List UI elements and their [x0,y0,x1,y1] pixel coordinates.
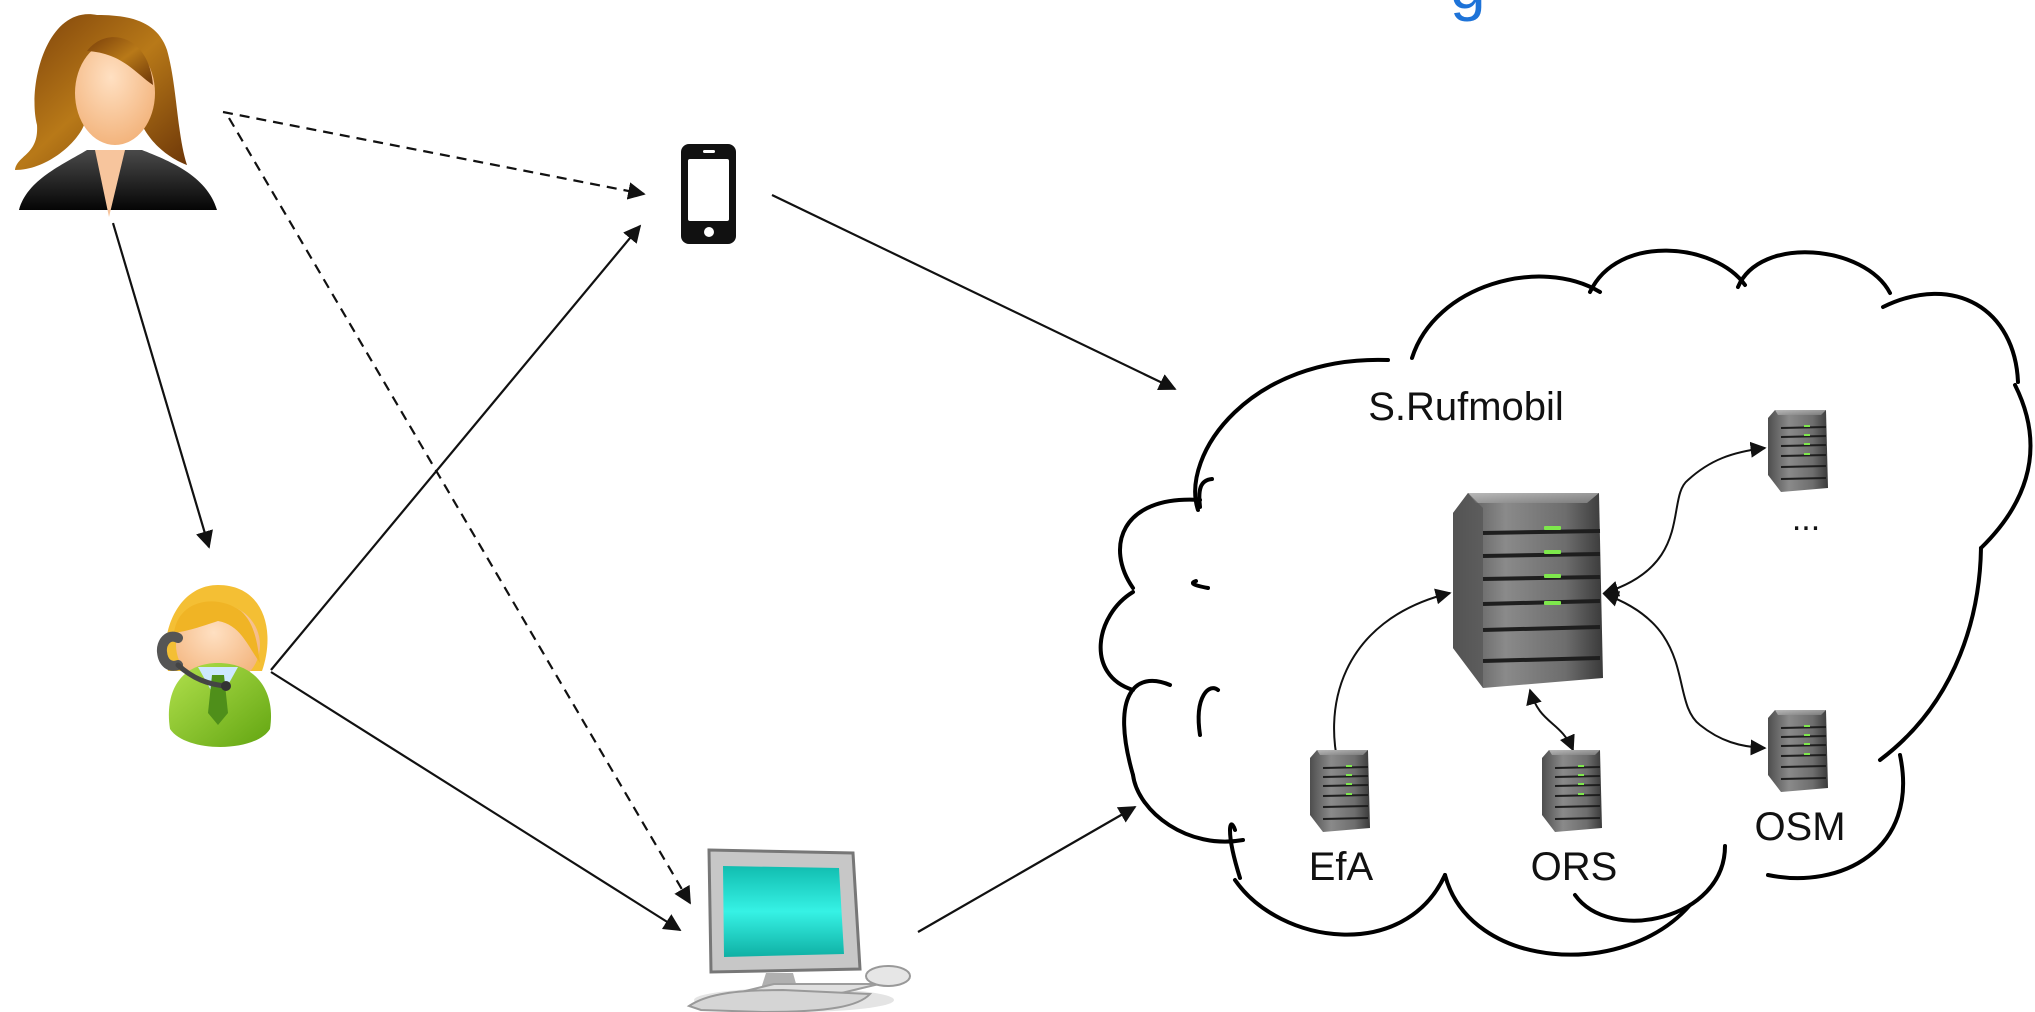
arrow-operator-to-phone [270,224,642,671]
call-center-agent-icon [156,585,272,747]
dashed-arrow-customer-to-computer [228,117,691,905]
arrow-operator-to-computer [270,671,682,931]
efa-server-icon [1310,750,1370,832]
smartphone-icon [681,144,736,244]
arrow-server-more [1602,441,1767,597]
osm-label: OSM [1754,805,1845,849]
desktop-computer-icon [686,848,911,1012]
customer-icon [15,14,217,217]
osm-server-icon [1768,710,1828,792]
arrow-computer-to-cloud [917,806,1137,933]
more-services-label: ... [1792,500,1820,538]
efa-label: EfA [1309,845,1374,889]
cloud-boundary [1098,248,2033,957]
server-icon [1453,493,1603,688]
dashed-arrow-customer-to-phone [222,110,646,200]
arrow-customer-to-operator [111,222,213,549]
arrow-server-ors [1526,688,1575,752]
arrow-phone-to-cloud [771,194,1177,391]
cloud-title: S.Rufmobil [1368,385,1564,429]
arrow-server-osm [1602,591,1767,756]
ors-server-icon [1542,750,1602,832]
flow-lines [111,110,1177,933]
additional-server-icon [1768,410,1828,492]
title-fragment: g [1450,0,1486,22]
ors-label: ORS [1531,845,1618,889]
